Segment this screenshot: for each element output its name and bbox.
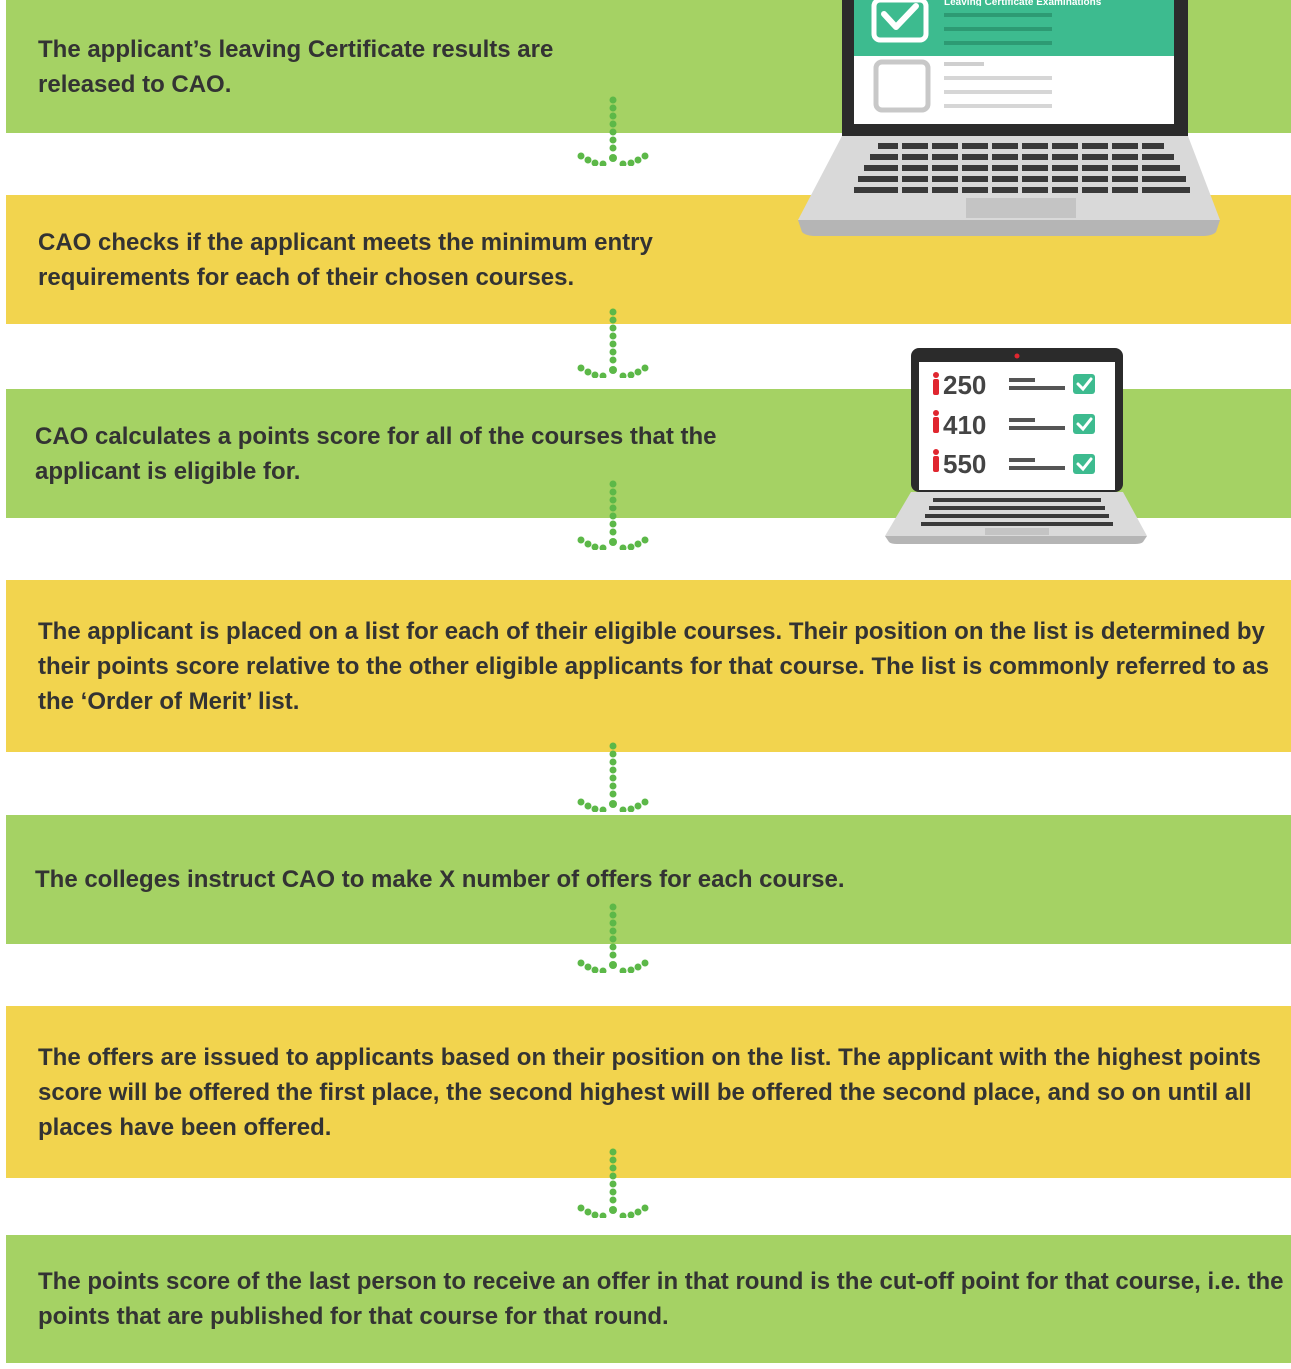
score-410: 410 <box>943 410 986 440</box>
step-7-band: The points score of the last person to r… <box>6 1235 1291 1363</box>
dotted-arrow-down-icon <box>577 480 649 550</box>
step-4-text: The applicant is placed on a list for ea… <box>38 617 1269 715</box>
score-row: 250 <box>933 370 1095 400</box>
step-5-band: The colleges instruct CAO to make X numb… <box>6 815 1291 944</box>
step-7-text: The points score of the last person to r… <box>38 1268 1284 1330</box>
dotted-arrow-down-icon <box>577 96 649 166</box>
score-row: 410 <box>933 410 1095 440</box>
dotted-arrow-down-icon <box>577 903 649 973</box>
step-1-text: The applicant’s leaving Certificate resu… <box>38 35 554 98</box>
dotted-arrow-down-icon <box>577 308 649 378</box>
step-3-text: CAO calculates a points score for all of… <box>35 422 717 485</box>
step-5-text: The colleges instruct CAO to make X numb… <box>35 866 845 893</box>
laptop-points-icon: 250 410 550 <box>885 348 1147 544</box>
step-2-text: CAO checks if the applicant meets the mi… <box>38 228 653 291</box>
laptop-caption: Leaving Certificate Examinations <box>944 0 1102 6</box>
score-row: 550 <box>933 449 1095 479</box>
dotted-arrow-down-icon <box>577 742 649 812</box>
step-6-text: The offers are issued to applicants base… <box>38 1043 1261 1141</box>
score-250: 250 <box>943 370 986 400</box>
step-6-band: The offers are issued to applicants base… <box>6 1006 1291 1178</box>
dotted-arrow-down-icon <box>577 1148 649 1218</box>
step-4-band: The applicant is placed on a list for ea… <box>6 580 1291 752</box>
score-550: 550 <box>943 449 986 479</box>
laptop-checklist-icon <box>798 0 1220 236</box>
